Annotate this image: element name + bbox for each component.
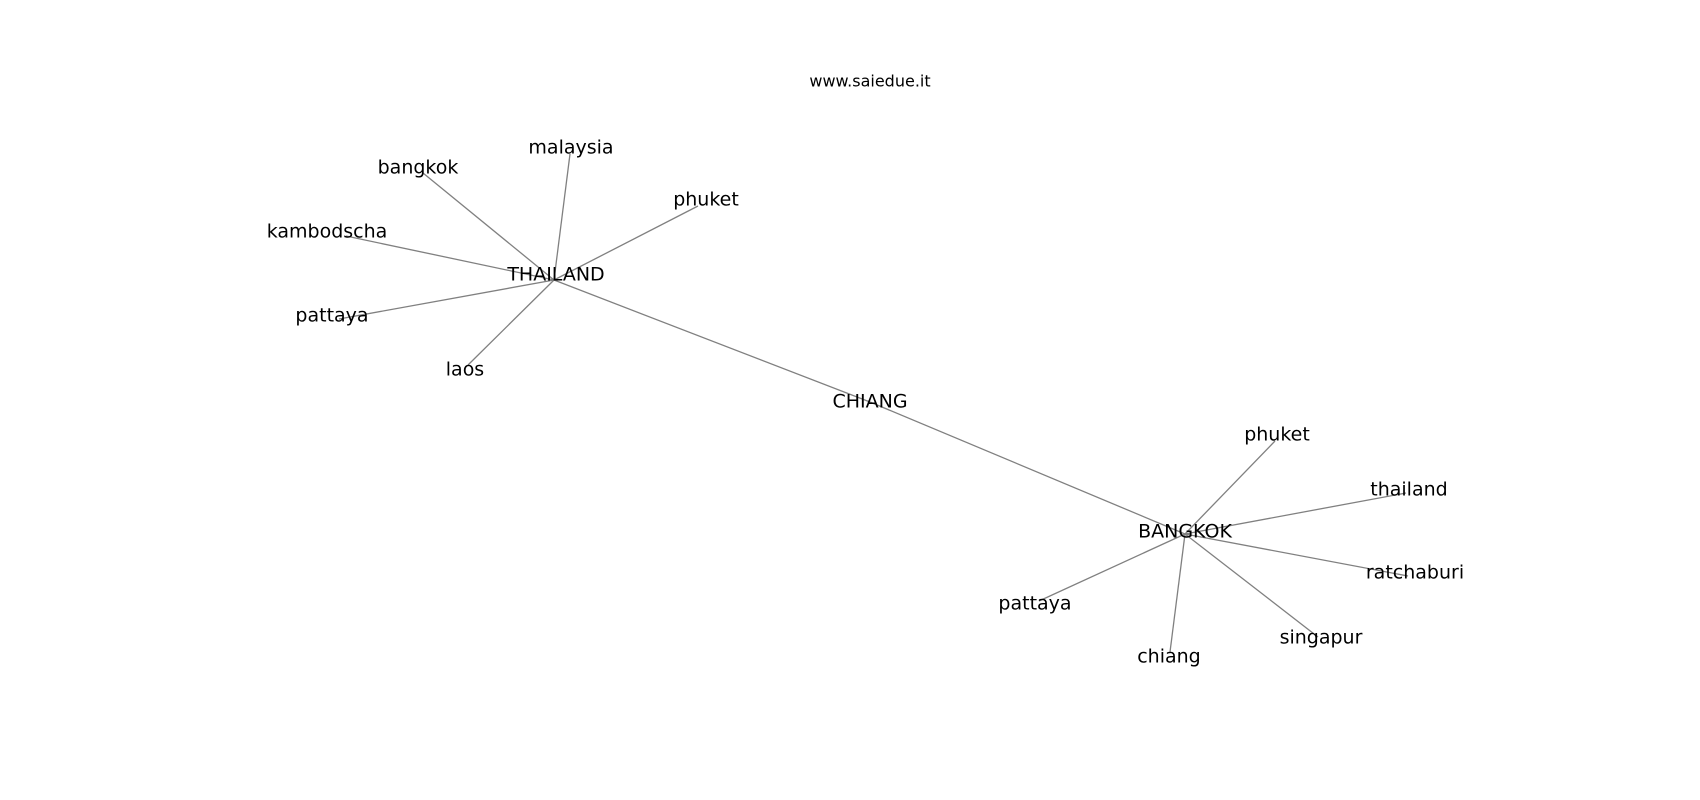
node-label-t-kambodscha: kambodscha: [267, 221, 388, 243]
node-label-b-ratchaburi: ratchaburi: [1366, 562, 1464, 584]
node-label-b-thailand: thailand: [1370, 479, 1447, 501]
edge-bangkok_hub-b_thailand: [1184, 492, 1407, 535]
node-label-t-malaysia: malaysia: [528, 137, 613, 159]
edge-thailand_hub-t_kambodscha: [345, 235, 555, 281]
node-label-b-chiang: chiang: [1137, 646, 1201, 668]
edge-bangkok_hub-b_chiang: [1169, 533, 1186, 653]
edge-bangkok_hub-b_ratchaburi: [1184, 533, 1409, 577]
edge-thailand_hub-t_pattaya: [338, 279, 555, 320]
node-label-thailand-hub: THAILAND: [506, 264, 604, 286]
node-label-t-bangkok: bangkok: [378, 157, 459, 179]
nodes-layer: THAILAND CHIANG BANGKOK bangkok malaysia phuk…: [267, 137, 1464, 668]
edge-thailand_hub-t_phuket: [553, 205, 699, 281]
node-label-b-singapur: singapur: [1280, 627, 1363, 649]
node-label-b-phuket: phuket: [1244, 424, 1310, 446]
edge-thailand_hub-t_malaysia: [553, 153, 571, 281]
node-label-t-phuket: phuket: [673, 189, 739, 211]
edges-layer: [338, 153, 1409, 653]
edge-thailand_hub-t_laos: [467, 279, 555, 366]
edge-thailand_hub-t_bangkok: [422, 172, 555, 281]
site-url-label: www.saiedue.it: [809, 72, 930, 91]
node-label-chiang-center: CHIANG: [832, 391, 907, 413]
edge-chiang_center-bangkok_hub: [869, 401, 1186, 535]
edge-bangkok_hub-b_phuket: [1184, 440, 1276, 535]
node-label-t-laos: laos: [446, 359, 484, 381]
edge-bangkok_hub-b_singapur: [1184, 533, 1319, 638]
edge-bangkok_hub-b_pattaya: [1038, 533, 1186, 602]
node-label-bangkok-hub: BANGKOK: [1138, 521, 1232, 543]
node-label-b-pattaya: pattaya: [998, 593, 1071, 615]
edge-thailand_hub-chiang_center: [553, 279, 871, 403]
node-label-t-pattaya: pattaya: [295, 305, 368, 327]
